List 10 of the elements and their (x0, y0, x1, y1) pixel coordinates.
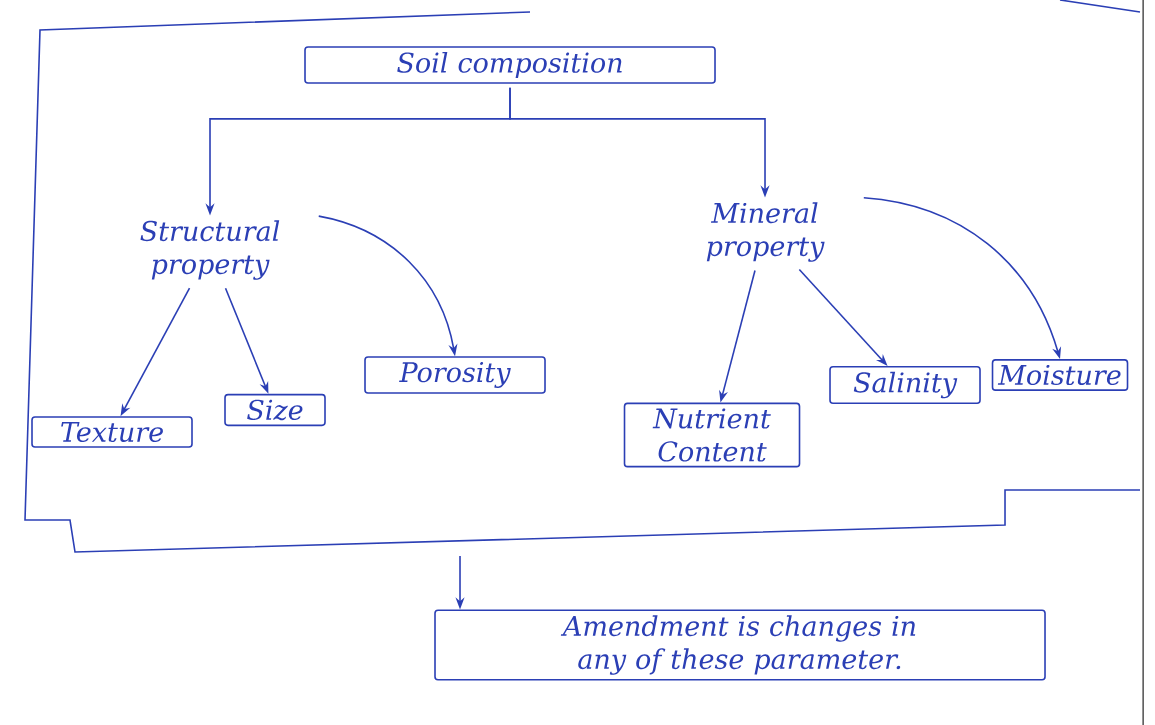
process-box: Moisture (991, 359, 1129, 391)
category-label: Structural property (140, 220, 280, 280)
process-box: Amendment is changes in any of these parameter. (434, 609, 1046, 681)
process-box: Size (224, 393, 326, 427)
process-box: Texture (31, 416, 193, 448)
process-box: Soil composition (304, 46, 716, 84)
category-label: Mineral property (706, 202, 825, 262)
process-box: Salinity (829, 365, 981, 405)
process-box: Nutrient Content (623, 402, 801, 468)
process-box: Porosity (364, 356, 546, 394)
